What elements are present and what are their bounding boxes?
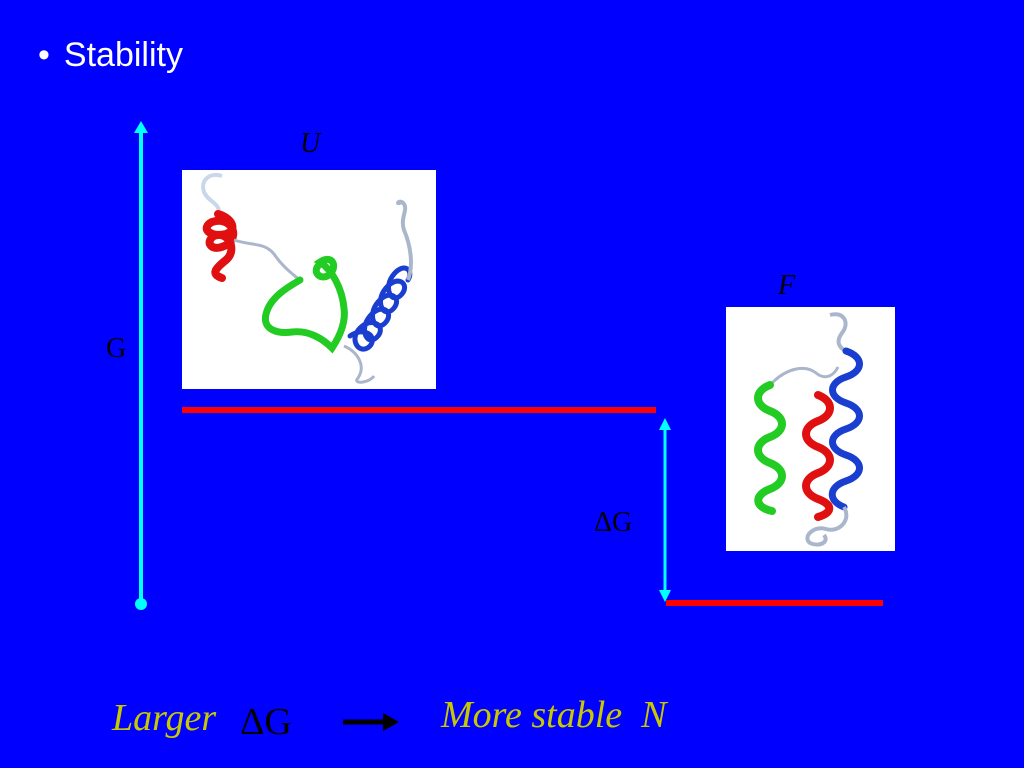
delta-g-arrowhead-bottom <box>659 590 671 602</box>
bullet-dot: • <box>38 36 50 74</box>
conclusion-more-stable-text: More stable N <box>441 694 667 736</box>
folded-protein-image <box>726 307 895 551</box>
unfolded-protein-drawing <box>201 173 413 384</box>
conclusion-delta-g: ΔG <box>240 701 292 743</box>
delta-g-arrowhead-top <box>659 418 671 430</box>
folded-protein-drawing <box>754 312 863 547</box>
folded-state-label: F <box>778 270 796 301</box>
bullet-text: Stability <box>63 36 183 74</box>
conclusion-arrowhead <box>383 713 399 731</box>
unfolded-state-label: U <box>300 128 321 159</box>
free-energy-axis-label: G <box>106 333 127 364</box>
slide-bullet: • Stability <box>38 36 183 75</box>
energy-axis-origin-dot <box>135 598 147 610</box>
conclusion-larger-text: Larger <box>112 697 217 739</box>
delta-g-label: ΔG <box>594 507 633 538</box>
energy-axis-arrowhead <box>134 121 148 133</box>
unfolded-protein-image <box>182 170 436 389</box>
